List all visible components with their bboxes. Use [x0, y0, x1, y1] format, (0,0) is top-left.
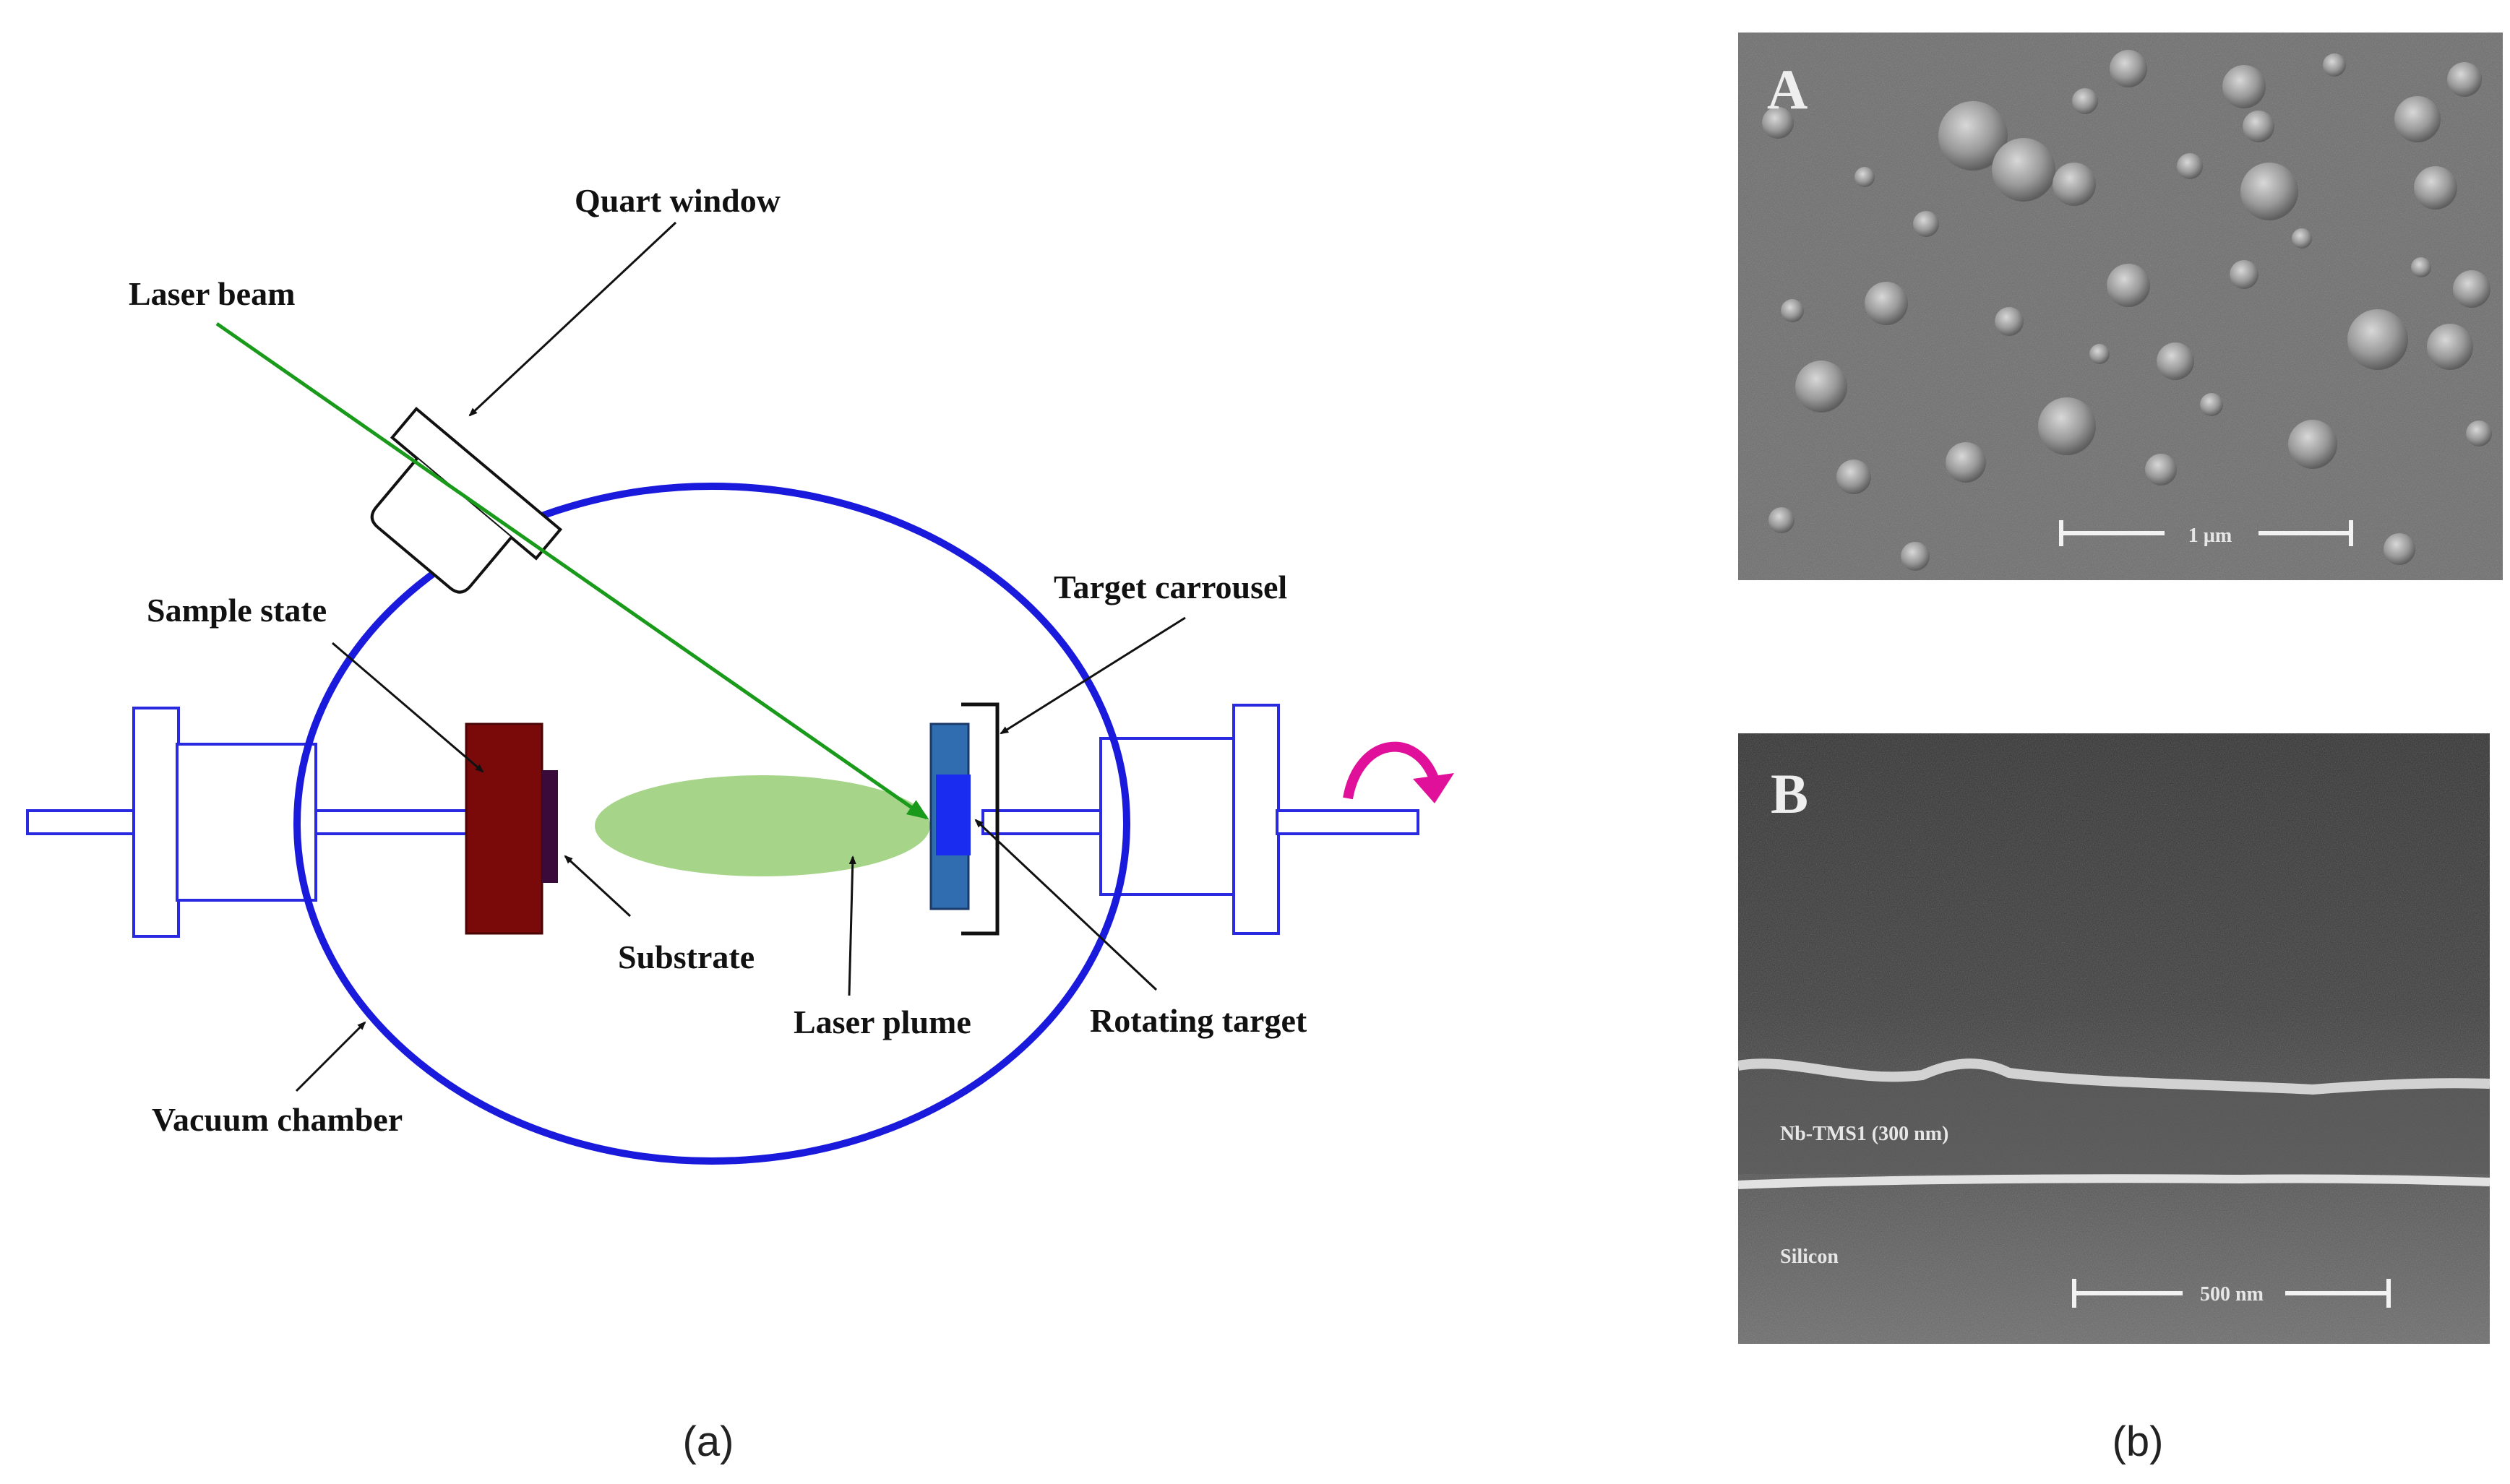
left-flange — [132, 707, 180, 938]
quartz-window — [370, 406, 563, 594]
sem-b-substrate-label: Silicon — [1780, 1246, 1839, 1268]
caption-a: (a) — [683, 1418, 734, 1465]
laser-plume — [595, 775, 930, 876]
rotation-arrowhead-icon — [1413, 773, 1454, 803]
rotating-target — [936, 775, 971, 855]
sample-state — [465, 722, 543, 935]
label-rotating-target: Rotating target — [1090, 1002, 1307, 1039]
label-laser-plume: Laser plume — [794, 1004, 971, 1040]
sem-particles — [1762, 50, 2492, 571]
sem-b-scale-label: 500 nm — [2200, 1283, 2264, 1306]
label-sample-state: Sample state — [147, 592, 327, 629]
caption-b: (b) — [2113, 1418, 2164, 1465]
leader-substrate — [564, 855, 632, 918]
leader-sample-state — [332, 642, 484, 773]
pld-diagram: Quart window Laser beam Sample state Tar… — [26, 182, 1454, 1465]
right-flange — [1232, 704, 1280, 935]
sem-b-scalebar — [2072, 1279, 2391, 1308]
left-housing — [176, 743, 317, 902]
vacuum-chamber — [293, 483, 1130, 1165]
laser-beam — [215, 322, 929, 820]
leader-lines — [295, 221, 1186, 1092]
label-quart-window: Quart window — [575, 182, 781, 219]
right-manipulator — [981, 704, 1419, 935]
leader-rotating-target — [974, 819, 1158, 991]
sem-panel-b: B Nb-TMS1 (300 nm) Silicon 500 nm — [1737, 733, 2490, 1344]
sem-b-film-label: Nb-TMS1 (300 nm) — [1780, 1123, 1948, 1145]
label-target-carrousel: Target carrousel — [1054, 569, 1287, 605]
right-inner-rod — [981, 809, 1104, 835]
leader-vacuum-chamber — [295, 1021, 366, 1092]
label-vacuum-chamber: Vacuum chamber — [152, 1101, 403, 1138]
label-laser-beam: Laser beam — [129, 275, 295, 312]
sem-panel-a: A 1 µm — [1738, 33, 2503, 580]
left-inner-rod — [314, 809, 469, 835]
label-substrate: Substrate — [618, 939, 755, 975]
left-rod — [26, 809, 137, 835]
sem-b-letter: B — [1771, 762, 1808, 825]
sem-a-scalebar — [2059, 520, 2353, 546]
leader-laser-plume — [848, 855, 856, 996]
leader-target-carrousel — [1000, 616, 1186, 735]
film-bottom-interface — [1737, 1174, 2490, 1189]
leader-quart-window — [468, 221, 677, 417]
sem-a-letter: A — [1767, 58, 1808, 121]
sem-a-scale-label: 1 µm — [2188, 525, 2232, 547]
substrate — [542, 770, 558, 883]
film-top-interface — [1737, 1058, 2490, 1095]
rotation-arrow-icon — [1343, 741, 1440, 800]
left-manipulator — [26, 707, 469, 938]
target-carrousel-bracket — [961, 702, 1000, 936]
right-rod — [1276, 809, 1419, 835]
